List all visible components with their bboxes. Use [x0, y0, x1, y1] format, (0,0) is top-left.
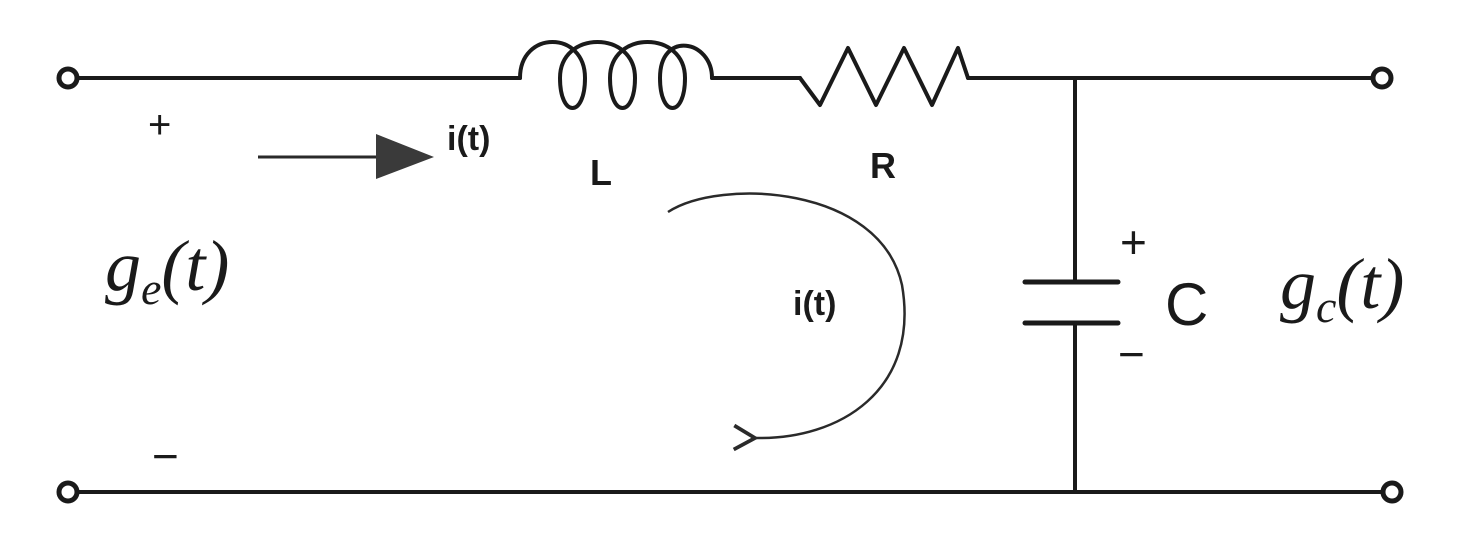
input-signal-subscript: e: [141, 263, 161, 314]
capacitor-minus-sign: −: [1118, 328, 1145, 380]
loop-current-arrow-icon: [667, 192, 906, 452]
output-signal-main: g: [1280, 244, 1316, 324]
terminal-top-right: [1370, 66, 1394, 90]
output-signal-label: gc(t): [1280, 244, 1404, 332]
inductor-symbol: [518, 40, 714, 110]
capacitor-label: C: [1165, 271, 1208, 338]
resistor-label: R: [870, 145, 896, 186]
terminal-bottom-right: [1380, 480, 1404, 504]
terminal-top-left: [56, 66, 80, 90]
current-label-loop: i(t): [793, 285, 836, 323]
terminal-bottom-left: [56, 480, 80, 504]
input-minus-sign: −: [152, 430, 179, 482]
input-plus-sign: +: [148, 103, 171, 147]
current-arrow-head-icon: [376, 134, 434, 179]
output-signal-subscript: c: [1316, 281, 1336, 332]
inductor-label: L: [590, 152, 612, 193]
current-label-top: i(t): [447, 120, 490, 158]
output-signal-argument: (t): [1336, 244, 1404, 324]
input-signal-main: g: [105, 226, 141, 306]
resistor-symbol: [798, 46, 970, 107]
input-signal-label: ge(t): [105, 226, 229, 314]
capacitor-plus-sign: +: [1120, 216, 1147, 268]
input-signal-argument: (t): [161, 226, 229, 306]
